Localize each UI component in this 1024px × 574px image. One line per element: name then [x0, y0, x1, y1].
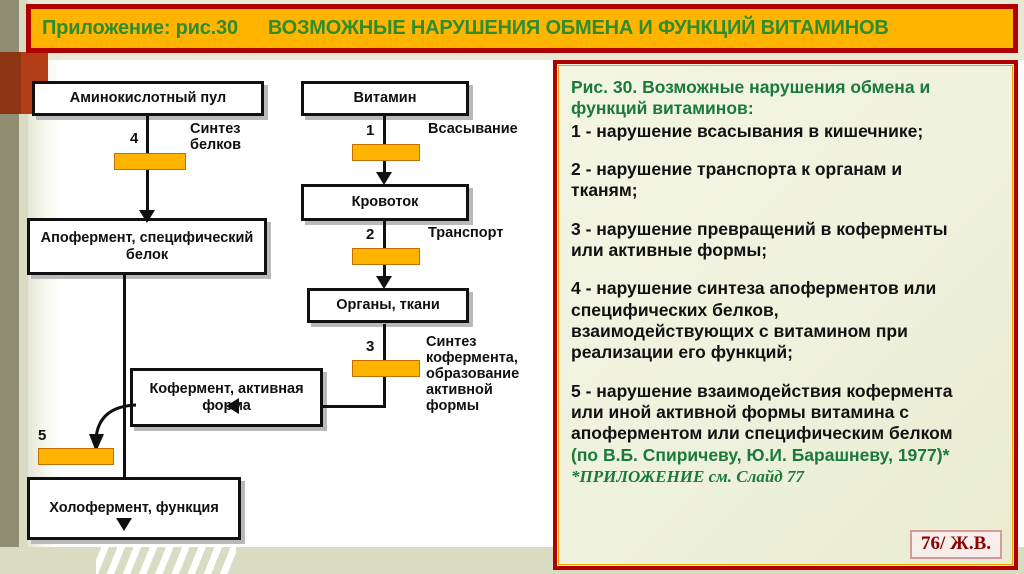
- banner-subtitle: Приложение: рис.30: [42, 17, 238, 39]
- diagonal-stripes-decoration: [96, 547, 236, 574]
- panel-item-5: 5 - нарушение взаимодействия кофермента …: [571, 380, 953, 444]
- arrowhead-organs: [376, 276, 392, 289]
- arrowhead-holoenzyme: [116, 518, 132, 531]
- arrowhead-coenzyme: [226, 398, 239, 414]
- node-vitamin: Витамин: [301, 81, 469, 116]
- edge-number-5: 5: [38, 427, 47, 444]
- description-panel: Рис. 30. Возможные нарушения обмена и фу…: [553, 60, 1018, 570]
- left-gradient-decoration: [28, 60, 62, 547]
- node-amino-acid-pool: Аминокислотный пул: [32, 81, 264, 116]
- node-apoenzyme: Апофермент, специфический белок: [27, 218, 267, 275]
- node-organs-tissues: Органы, ткани: [307, 288, 469, 323]
- panel-item-2: 2 - нарушение транспорта к органам и тка…: [571, 159, 903, 201]
- panel-credit: (по В.Б. Спиричеву, Ю.И. Барашневу, 1977…: [571, 444, 950, 465]
- left-olive-band: [0, 0, 19, 574]
- banner-title: ВОЗМОЖНЫЕ НАРУШЕНИЯ ОБМЕНА И ФУНКЦИЙ ВИТ…: [267, 17, 889, 39]
- edge-number-3: 3: [366, 338, 375, 355]
- edge-number-2: 2: [366, 226, 375, 243]
- process-bar-3: [352, 360, 420, 377]
- title-banner: Приложение: рис.30 ВОЗМОЖНЫЕ НАРУШЕНИЯ О…: [26, 4, 1018, 53]
- page-number-badge: 76/ Ж.В.: [910, 530, 1002, 559]
- left-olive-band-light: [19, 0, 28, 574]
- panel-item-4: 4 - нарушение синтеза апоферментов или с…: [571, 278, 937, 363]
- panel-item-1: 1 - нарушение всасывания в кишечнике;: [571, 120, 924, 141]
- flow-diagram: 4 1 2 3 5 Синтез белков Всасывание Транс…: [18, 60, 553, 547]
- panel-item-3: 3 - нарушение превращений в коферменты и…: [571, 218, 948, 261]
- process-bar-5: [38, 448, 114, 465]
- panel-title: Рис. 30. Возможные нарушения обмена и фу…: [571, 77, 931, 119]
- process-bar-1: [352, 144, 420, 161]
- panel-appendix-note: *ПРИЛОЖЕНИЕ см. Слайд 77: [571, 467, 804, 487]
- node-bloodstream: Кровоток: [301, 184, 469, 221]
- edge-label-absorption: Всасывание: [428, 121, 518, 137]
- process-bar-4: [114, 153, 186, 170]
- arrowhead-bloodstream: [376, 172, 392, 185]
- edge-label-synthesis-proteins: Синтез белков: [190, 121, 242, 153]
- edge-label-transport: Транспорт: [428, 225, 504, 241]
- red-corner-accent-dark: [0, 52, 21, 114]
- process-bar-2: [352, 248, 420, 265]
- edge-label-coenzyme-synthesis: Синтез кофермента, образование активной …: [426, 334, 520, 414]
- edge-number-1: 1: [366, 122, 375, 139]
- arrowhead-apoenzyme: [139, 210, 155, 223]
- edge-number-4: 4: [130, 130, 139, 147]
- node-holoenzyme: Холофермент, функция: [27, 477, 241, 540]
- edge-apo-to-holo: [123, 275, 126, 470]
